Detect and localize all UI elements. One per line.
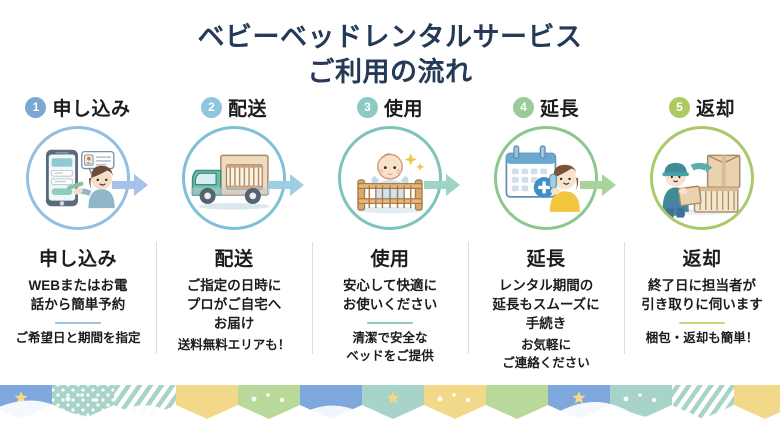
steps-row: 1 申し込み xyxy=(0,92,780,370)
step-column-4: 4 延長 xyxy=(468,92,624,370)
step-header-label: 返却 xyxy=(695,98,735,120)
caption-divider xyxy=(55,322,101,325)
step-arrow-icon xyxy=(112,174,148,196)
staff-packing-box-icon-circle xyxy=(650,126,754,230)
step-number-badge: 4 xyxy=(512,96,534,118)
step-number-badge: 5 xyxy=(668,96,690,118)
step-caption-body: レンタル期間の 延長もスムーズに 手続き xyxy=(492,278,600,332)
step-arrow-icon xyxy=(268,174,304,196)
baby-in-crib-icon-circle xyxy=(338,126,442,230)
step-caption-title: 返却 xyxy=(682,249,722,270)
delivery-truck-icon-circle xyxy=(182,126,286,230)
step-caption-title: 使用 xyxy=(370,249,410,270)
step-caption-note: 梱包・返却も簡単！ xyxy=(645,331,759,346)
decorative-bunting-banner xyxy=(0,377,780,425)
caption-divider xyxy=(679,322,725,325)
calendar-phone-icon xyxy=(505,145,580,212)
page-title: ベビーベッドレンタルサービス ご利用の流れ xyxy=(0,20,780,89)
step-caption-title: 申し込み xyxy=(38,249,117,270)
step-header-1: 1 申し込み xyxy=(25,94,130,120)
step-caption-note: ご希望日と期間を指定 xyxy=(15,331,141,346)
step-header-label: 申し込み xyxy=(52,98,131,120)
step-arrow-icon xyxy=(580,174,616,196)
step-header-label: 配送 xyxy=(227,98,267,120)
calendar-phone-icon-circle xyxy=(494,126,598,230)
step-column-1: 1 申し込み xyxy=(0,92,156,367)
smartphone-booking-icon-circle xyxy=(26,126,130,230)
step-caption-note: 清潔で安全な ベッドをご提供 xyxy=(346,331,434,363)
step-caption-note: お気軽に ご連絡ください xyxy=(502,338,590,370)
step-number-badge: 1 xyxy=(25,96,47,118)
step-arrow xyxy=(266,172,306,198)
step-header-2: 2 配送 xyxy=(200,94,267,120)
title-line-2: ご利用の流れ xyxy=(307,56,473,87)
caption-divider xyxy=(367,322,413,325)
step-arrow xyxy=(422,172,462,198)
step-arrow xyxy=(578,172,618,198)
title-line-1: ベビーベッドレンタルサービス xyxy=(197,22,583,52)
step-column-2: 2 配送 xyxy=(156,92,312,367)
step-caption-body: WEBまたはお電 話から簡単予約 xyxy=(28,278,128,313)
step-number-badge: 3 xyxy=(356,96,378,118)
smartphone-booking-icon xyxy=(45,149,115,209)
step-illustration-wrap xyxy=(494,126,616,230)
step-header-5: 5 返却 xyxy=(668,94,735,120)
step-caption-note: 送料無料エリアも！ xyxy=(177,338,291,353)
step-caption-body: 終了日に担当者が 引き取りに伺います xyxy=(641,278,763,313)
step-caption-title: 延長 xyxy=(526,249,566,270)
step-illustration-wrap xyxy=(338,126,460,230)
step-illustration-wrap xyxy=(26,126,148,230)
step-caption-title: 配送 xyxy=(214,249,254,270)
step-caption-body: ご指定の日時に プロがご自宅へ お届け xyxy=(186,278,282,332)
step-arrow-icon xyxy=(424,174,460,196)
step-illustration-wrap xyxy=(182,126,304,230)
step-arrow xyxy=(110,172,150,198)
step-header-label: 延長 xyxy=(539,98,579,120)
step-illustration-wrap xyxy=(650,126,754,230)
bunting-svg xyxy=(0,377,780,425)
step-header-4: 4 延長 xyxy=(512,94,579,120)
staff-packing-box-icon xyxy=(662,154,741,218)
baby-in-crib-icon xyxy=(356,153,425,214)
delivery-truck-icon xyxy=(190,154,270,210)
step-number-badge: 2 xyxy=(200,96,222,118)
step-column-3: 3 使用 xyxy=(312,92,468,367)
step-caption-body: 安心して快適に お使いください xyxy=(342,278,438,313)
step-header-3: 3 使用 xyxy=(356,94,423,120)
step-header-label: 使用 xyxy=(383,98,423,120)
step-column-5: 5 返却 xyxy=(624,92,780,367)
